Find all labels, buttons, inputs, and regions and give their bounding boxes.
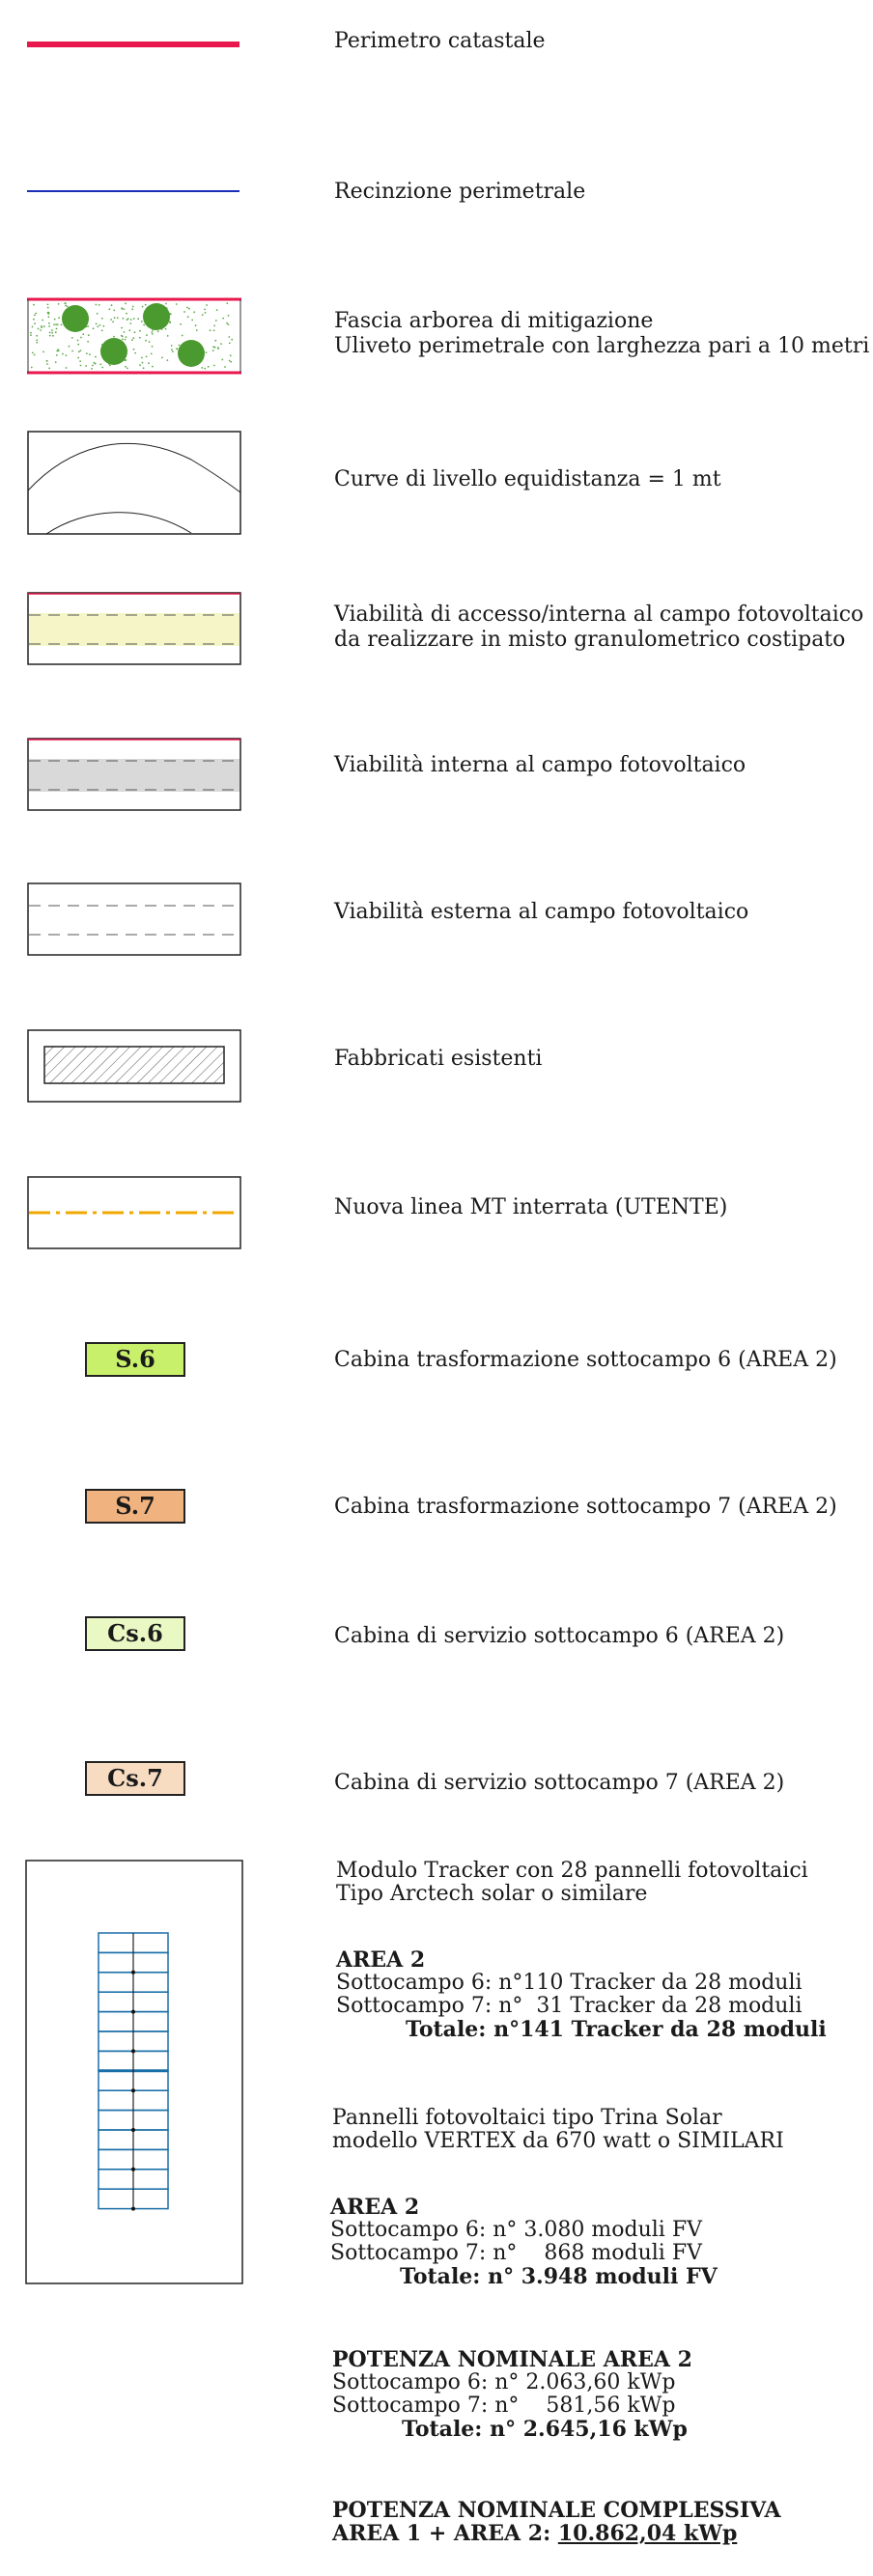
legend-label: Fabbricati esistenti: [334, 1047, 543, 1071]
tracker-sc7: Sottocampo 7: n° 31 Tracker da 28 moduli: [336, 1994, 803, 2018]
internal-road-symbol: [27, 738, 241, 811]
pannelli-area-title: AREA 2: [330, 2195, 420, 2220]
pannelli-area-block: AREA 2 Sottocampo 6: n° 3.080 moduli FV …: [330, 2196, 718, 2288]
complessiva-title: POTENZA NOMINALE COMPLESSIVA: [332, 2498, 781, 2523]
pannelli-line2: modello VERTEX da 670 watt o SIMILARI: [332, 2129, 784, 2153]
external-road-symbol: [27, 882, 241, 956]
badge-s6: S.6: [85, 1342, 185, 1377]
potenza-sc6: Sottocampo 6: n° 2.063,60 kWp: [332, 2370, 676, 2394]
complessiva-value: 10.862,04 kWp: [557, 2521, 738, 2546]
tracker-totale: Totale: n°141 Tracker da 28 moduli: [406, 2017, 827, 2042]
legend-label-line1: Viabilità di accesso/interna al campo fo…: [334, 602, 864, 627]
tracker-sc6: Sottocampo 6: n°110 Tracker da 28 moduli: [336, 1971, 803, 1995]
legend-label-line1: Fascia arborea di mitigazione: [334, 309, 654, 333]
legend-label: Cabina di servizio sottocampo 6 (AREA 2): [334, 1624, 785, 1648]
legend-label: Nuova linea MT interrata (UTENTE): [334, 1195, 728, 1219]
potenza-title: POTENZA NOMINALE AREA 2: [332, 2347, 692, 2372]
tracker-module-symbol: [25, 1860, 243, 2284]
legend-label: Cabina di servizio sottocampo 7 (AREA 2): [334, 1771, 785, 1795]
recinzione-line-symbol: [27, 190, 239, 192]
tracker-post: [131, 2009, 135, 2014]
legend-label-line2: Uliveto perimetrale con larghezza pari a…: [334, 334, 870, 358]
tracker-post: [131, 2206, 135, 2211]
complessiva-block: POTENZA NOMINALE COMPLESSIVA AREA 1 + AR…: [332, 2499, 781, 2545]
pannelli-totale: Totale: n° 3.948 moduli FV: [400, 2264, 718, 2289]
contour-lines-symbol: [27, 431, 241, 535]
complessiva-line: AREA 1 + AREA 2: 10.862,04 kWp: [332, 2522, 781, 2545]
tracker-line1: Modulo Tracker con 28 pannelli fotovolta…: [336, 1859, 808, 1883]
building-symbol: [27, 1029, 241, 1103]
mt-line-symbol: [27, 1176, 241, 1249]
pannelli-line1: Pannelli fotovoltaici tipo Trina Solar: [332, 2106, 722, 2130]
tracker-post: [131, 2049, 135, 2054]
legend-label: Perimetro catastale: [334, 29, 546, 53]
tracker-post: [131, 2088, 135, 2093]
badge-cs7: Cs.7: [85, 1761, 185, 1796]
pannelli-description: Pannelli fotovoltaici tipo Trina Solar m…: [332, 2107, 784, 2153]
access-road-symbol: [27, 592, 241, 665]
tracker-post: [131, 1970, 135, 1974]
perimetro-line-symbol: [27, 42, 239, 47]
badge-cs6: Cs.6: [85, 1616, 185, 1651]
legend-label: Curve di livello equidistanza = 1 mt: [334, 467, 721, 491]
legend-label: Cabina trasformazione sottocampo 6 (AREA…: [334, 1348, 837, 1372]
potenza-sc7: Sottocampo 7: n° 581,56 kWp: [332, 2394, 676, 2418]
pannelli-sc6: Sottocampo 6: n° 3.080 moduli FV: [330, 2218, 702, 2242]
tracker-line2: Tipo Arctech solar o similare: [336, 1882, 648, 1906]
tracker-area-title: AREA 2: [336, 1947, 426, 1973]
tracker-area-block: AREA 2 Sottocampo 6: n°110 Tracker da 28…: [336, 1948, 827, 2041]
pannelli-sc7: Sottocampo 7: n° 868 moduli FV: [330, 2241, 702, 2265]
tree-belt-symbol: [27, 297, 241, 375]
legend-label: Viabilità interna al campo fotovoltaico: [334, 753, 746, 777]
legend-label: Cabina trasformazione sottocampo 7 (AREA…: [334, 1495, 837, 1519]
tracker-description: Modulo Tracker con 28 pannelli fotovolta…: [336, 1860, 808, 1906]
badge-s7: S.7: [85, 1489, 185, 1524]
legend-label-line2: da realizzare in misto granulometrico co…: [334, 628, 846, 652]
legend-label: Recinzione perimetrale: [334, 180, 586, 204]
legend-label: Viabilità esterna al campo fotovoltaico: [334, 900, 749, 924]
complessiva-prefix: AREA 1 + AREA 2:: [332, 2521, 558, 2546]
potenza-totale: Totale: n° 2.645,16 kWp: [402, 2417, 688, 2442]
potenza-block: POTENZA NOMINALE AREA 2 Sottocampo 6: n°…: [332, 2348, 692, 2441]
tracker-post: [131, 2128, 135, 2132]
tracker-post: [131, 2167, 135, 2171]
